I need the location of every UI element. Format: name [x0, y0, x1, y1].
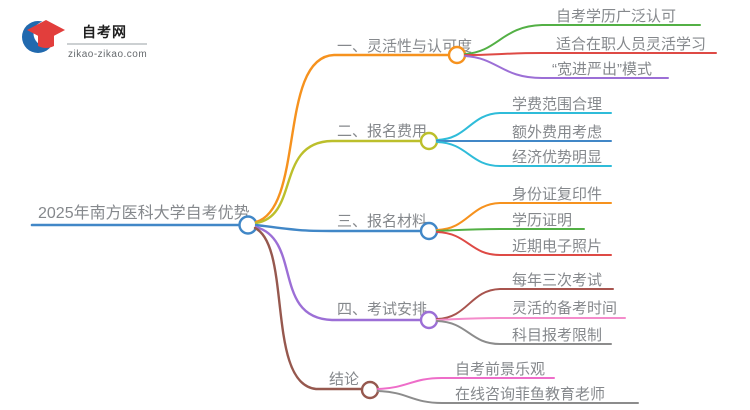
leaf-photo-label[interactable]: 近期电子照片: [512, 238, 602, 255]
leaf-online-consult-connector: [377, 390, 639, 404]
root-node-circle[interactable]: [238, 215, 258, 235]
site-logo[interactable]: 自考网 zikao-zikao.com: [22, 20, 147, 60]
leaf-recognition-label[interactable]: 自考学历广泛认可: [556, 8, 676, 25]
branch-2-fees-label[interactable]: 二、报名费用: [337, 123, 427, 140]
leaf-recognition-connector: [464, 24, 701, 55]
leaf-entry-mode-label[interactable]: “宽进严出”模式: [552, 61, 652, 78]
branch-3-materials-label[interactable]: 三、报名材料: [337, 213, 427, 230]
leaf-flexible-prep-connector: [436, 317, 626, 321]
leaf-three-exams-label[interactable]: 每年三次考试: [512, 272, 602, 289]
branch-5-conclusion-label[interactable]: 结论: [329, 371, 359, 388]
leaf-education-proof-connector: [436, 228, 585, 232]
leaf-entry-mode-connector: [464, 55, 669, 79]
branch-1-node-circle[interactable]: [447, 45, 467, 65]
root-label[interactable]: 2025年南方医科大学自考优势: [38, 204, 250, 222]
leaf-subject-limit-label[interactable]: 科目报考限制: [512, 327, 602, 344]
leaf-tuition-range-connector: [436, 112, 612, 141]
leaf-economic-advantage-connector: [436, 141, 612, 167]
leaf-working-adults-label[interactable]: 适合在职人员灵活学习: [556, 36, 706, 53]
branch-1-flexibility-label[interactable]: 一、灵活性与认可度: [337, 38, 472, 55]
logo-title: 自考网: [82, 24, 127, 40]
leaf-education-proof-label[interactable]: 学历证明: [512, 212, 572, 229]
leaf-photo-connector: [436, 231, 612, 256]
leaf-online-consult-label[interactable]: 在线咨询菲鱼教育老师: [455, 385, 605, 403]
leaf-subject-limit-connector: [436, 320, 612, 345]
branch-2-fees-connector: [254, 139, 422, 225]
leaf-id-copy-label[interactable]: 身份证复印件: [512, 185, 602, 203]
branch-3-node-circle[interactable]: [419, 221, 439, 241]
leaf-id-copy-connector: [436, 202, 612, 231]
branch-4-schedule-label[interactable]: 四、考试安排: [337, 301, 427, 318]
leaf-three-exams-connector: [436, 288, 614, 320]
leaf-optimistic-outlook-connector: [377, 377, 555, 390]
leaf-extra-fees-label[interactable]: 额外费用考虑: [512, 124, 602, 141]
branch-3-materials-connector: [254, 223, 422, 233]
leaf-economic-advantage-label[interactable]: 经济优势明显: [512, 149, 602, 166]
branch-4-schedule-connector: [254, 225, 422, 322]
branch-5-conclusion-connector: [253, 226, 363, 391]
branch-4-node-circle[interactable]: [419, 310, 439, 330]
branch-2-node-circle[interactable]: [419, 131, 439, 151]
leaf-tuition-range-label[interactable]: 学费范围合理: [512, 96, 602, 113]
graduation-cap-icon: [27, 20, 65, 48]
leaf-optimistic-outlook-label[interactable]: 自考前景乐观: [455, 361, 545, 378]
branch-1-flexibility-connector: [254, 53, 450, 224]
branch-5-node-circle[interactable]: [360, 380, 380, 400]
logo-domain: zikao-zikao.com: [68, 49, 147, 60]
leaf-working-adults-connector: [464, 52, 717, 56]
leaf-flexible-prep-label[interactable]: 灵活的备考时间: [512, 300, 617, 317]
